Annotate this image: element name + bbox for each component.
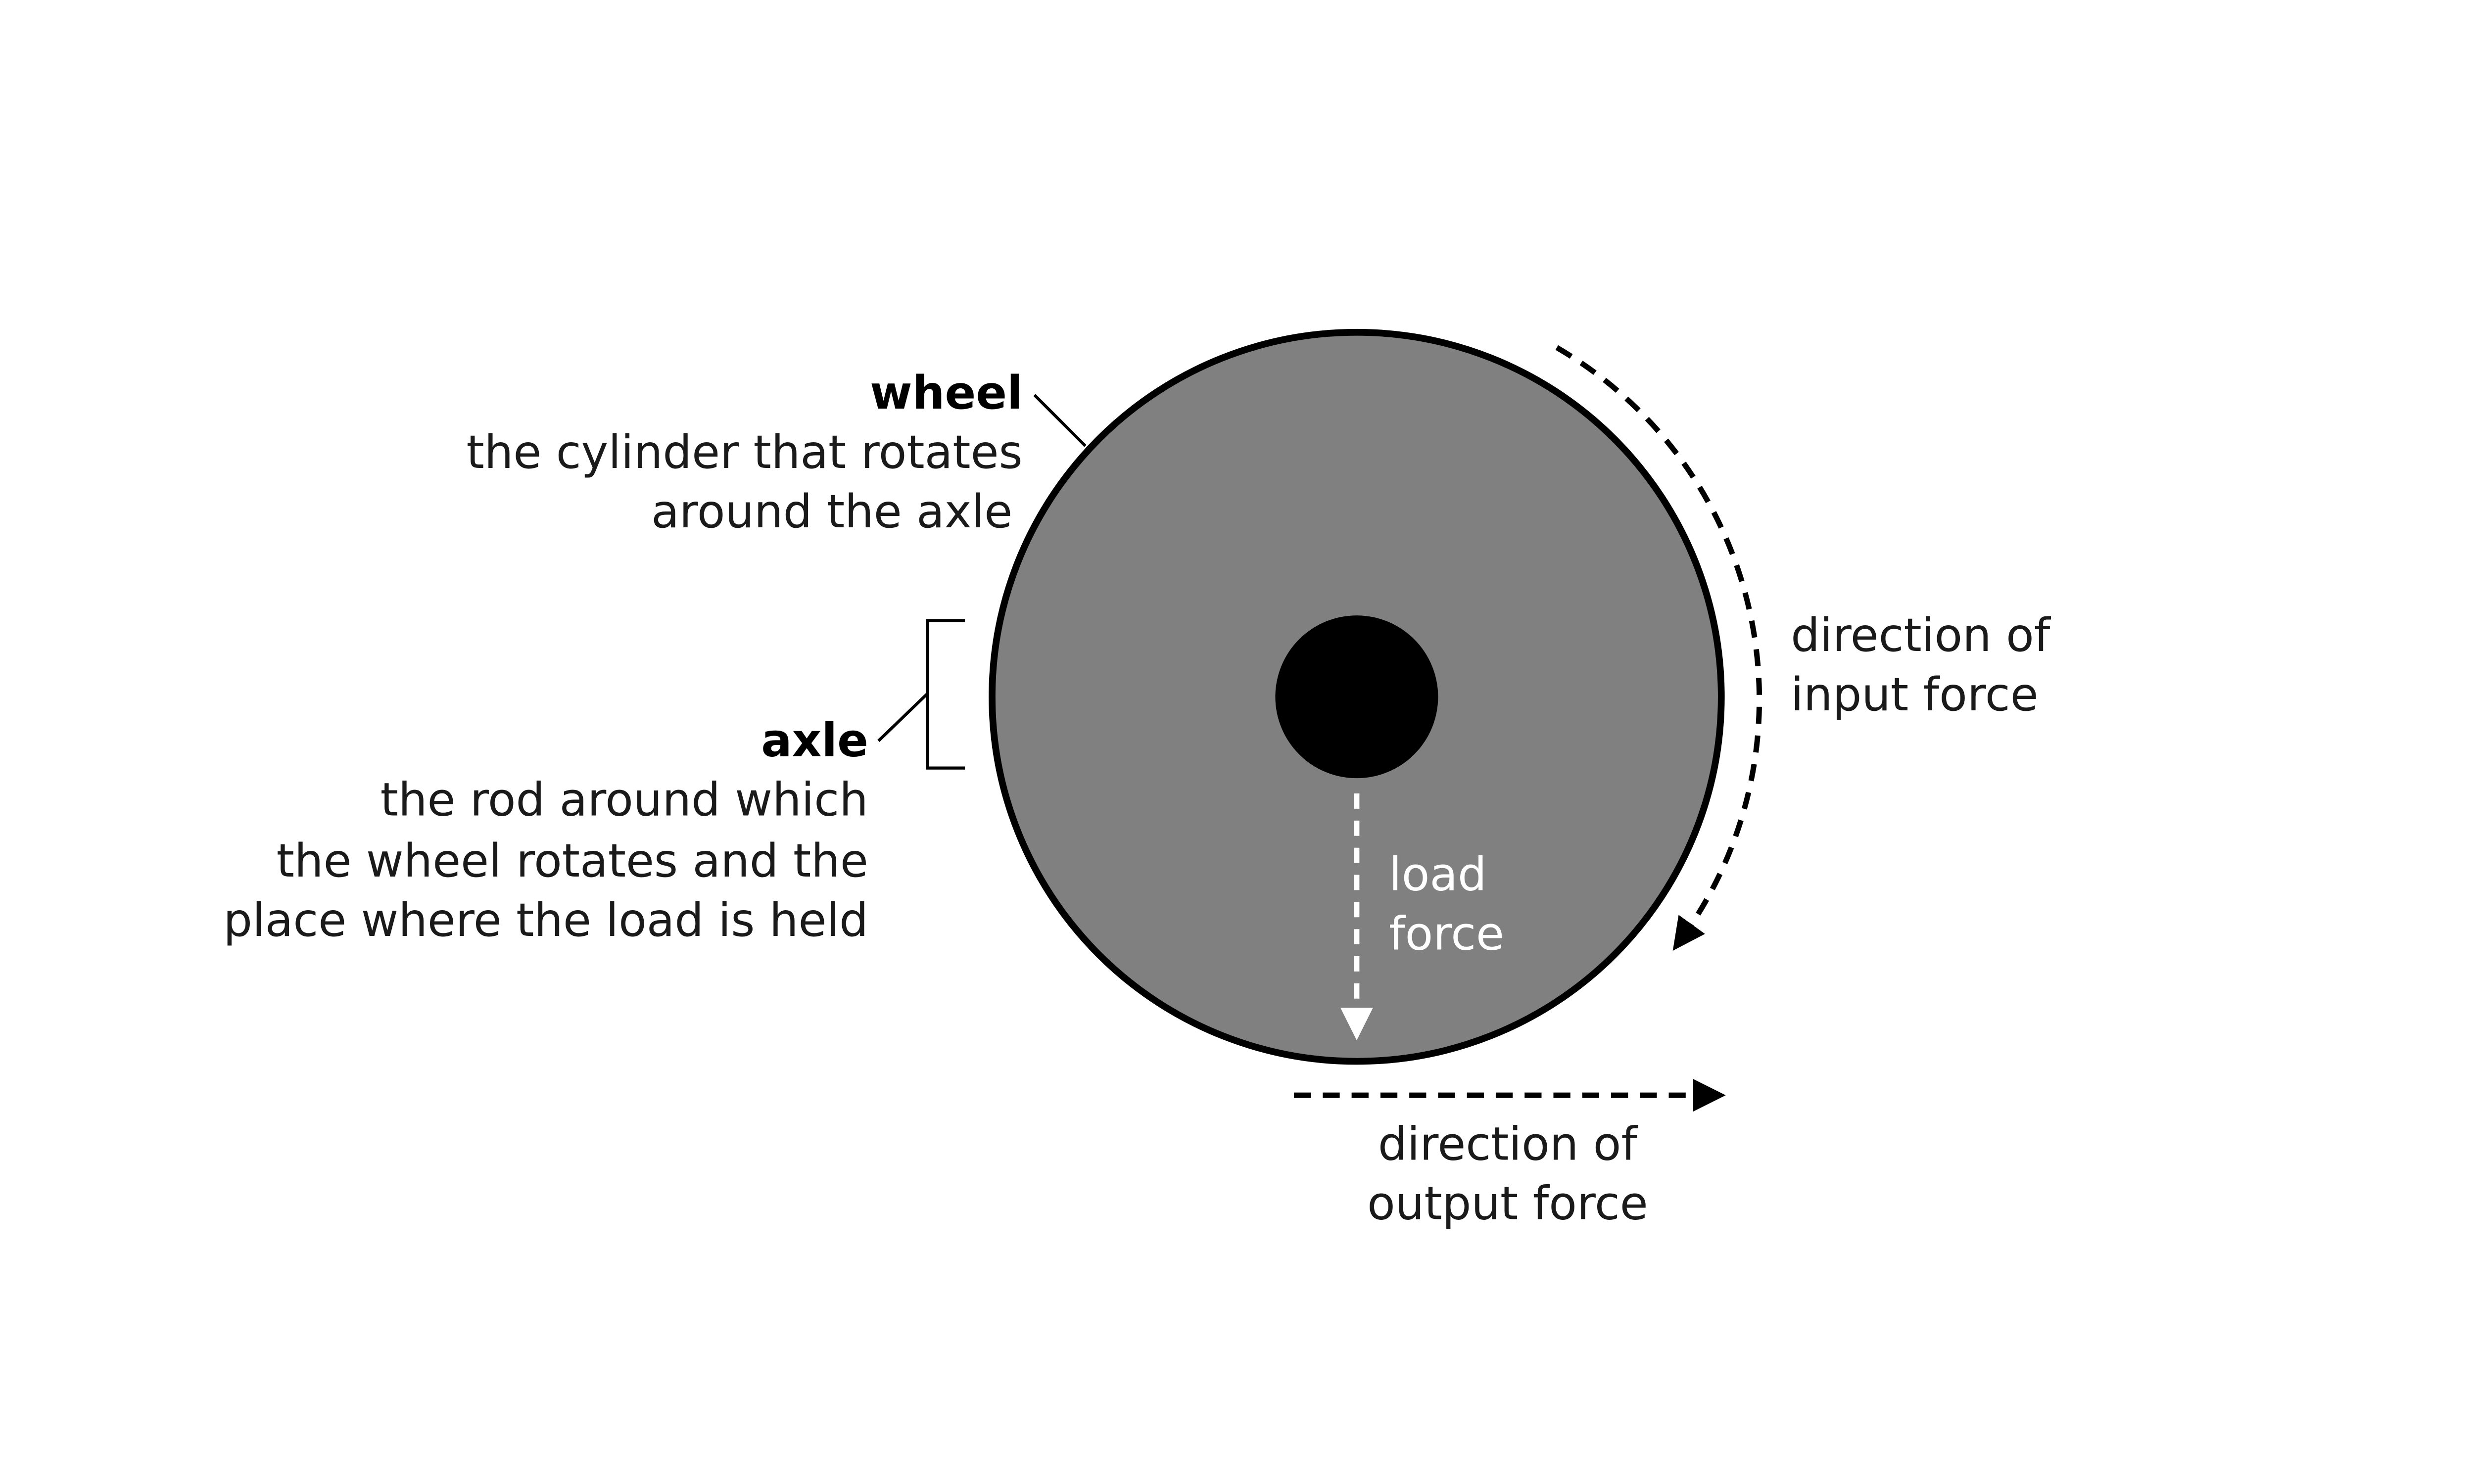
wheel-label-line: the cylinder that rotates [466, 425, 1022, 479]
axle-label-line: the rod around which [381, 773, 868, 827]
input-force-label: direction of [1791, 608, 2051, 662]
axle-label-line: place where the load is held [223, 893, 868, 947]
output-force-label: output force [1367, 1176, 1648, 1230]
wheel-leader-line [1033, 394, 1087, 447]
axle-label-title: axle [761, 714, 868, 767]
load-force-label: load [1389, 847, 1487, 901]
input-force-label: input force [1791, 668, 2038, 721]
wheel-label-title: wheel [870, 366, 1023, 419]
axle-leader-line [877, 692, 929, 742]
output-force-label: direction of [1378, 1117, 1638, 1170]
axle [1275, 615, 1438, 779]
load-force-label: force [1389, 907, 1504, 960]
axle-label-line: the wheel rotates and the [277, 834, 868, 887]
axle-bracket [926, 619, 965, 770]
wheel-label-line: around the axle [651, 485, 1012, 538]
